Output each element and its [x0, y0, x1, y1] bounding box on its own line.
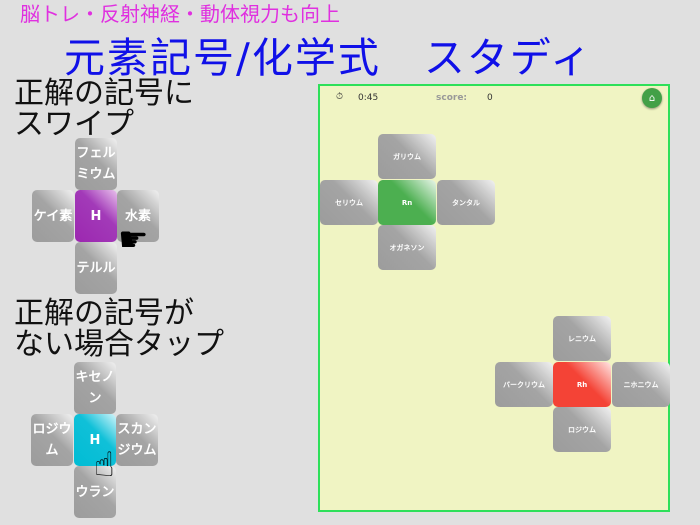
- tap-instruction-line1: 正解の記号が: [14, 296, 194, 331]
- demo2-tile-bottom: ウラン: [74, 466, 116, 518]
- home-icon: ⌂: [648, 92, 656, 104]
- answer-tile-bottom[interactable]: オガネソン: [378, 225, 436, 270]
- answer-tile-bottom[interactable]: ロジウム: [553, 407, 611, 452]
- symbol-tile[interactable]: Rh: [553, 362, 611, 407]
- demo-tile-right: 水素: [117, 190, 159, 242]
- answer-tile-left[interactable]: バークリウム: [495, 362, 553, 407]
- app-title: 元素記号/化学式 スタディ: [64, 34, 593, 82]
- answer-tile-right[interactable]: ニホニウム: [612, 362, 670, 407]
- tap-instruction-line2: ない場合タップ: [14, 327, 224, 362]
- tap-hand-icon: ☝: [94, 445, 115, 485]
- tagline: 脳トレ・反射神経・動体視力も向上: [20, 2, 340, 26]
- demo2-tile-right: スカンジウム: [116, 414, 158, 466]
- stopwatch-icon: ⏱: [336, 92, 344, 102]
- answer-tile-left[interactable]: セリウム: [320, 180, 378, 225]
- demo-tile-top: フェルミウム: [75, 138, 117, 190]
- demo-tile-bottom: テルル: [75, 242, 117, 294]
- game-board[interactable]: ⏱ 0:45 score: 0 ⌂: [318, 84, 670, 512]
- score-label: score:: [436, 93, 468, 103]
- demo2-tile-top: キセノン: [74, 362, 116, 414]
- swipe-instruction-line2: スワイプ: [14, 107, 134, 142]
- timer: 0:45: [358, 93, 379, 103]
- score-value: 0: [487, 93, 493, 103]
- answer-tile-top[interactable]: ガリウム: [378, 134, 436, 179]
- home-button[interactable]: ⌂: [642, 88, 662, 108]
- answer-tile-top[interactable]: レニウム: [553, 316, 611, 361]
- demo-tile-center: H: [75, 190, 117, 242]
- demo2-tile-center: H: [74, 414, 116, 466]
- swipe-instruction-line1: 正解の記号に: [14, 76, 194, 111]
- demo-tile-left: ケイ素: [32, 190, 74, 242]
- swipe-hand-icon: ☛: [118, 220, 149, 260]
- answer-tile-right[interactable]: タンタル: [437, 180, 495, 225]
- symbol-tile[interactable]: Rn: [378, 180, 436, 225]
- demo2-tile-left: ロジウム: [31, 414, 73, 466]
